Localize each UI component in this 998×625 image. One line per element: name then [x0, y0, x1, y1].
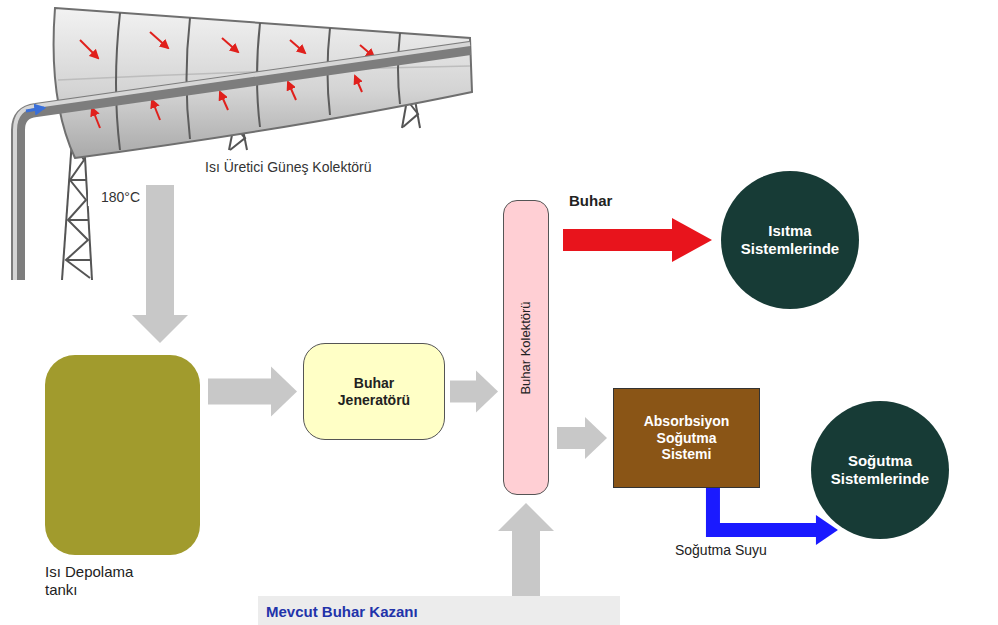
use-circle: Soğutma Sistemlerinde — [810, 400, 950, 540]
flow-arrow — [208, 367, 297, 417]
arrow-head — [271, 367, 297, 417]
storage-tank: Isı Depolama tankı — [45, 355, 200, 555]
flow-arrow — [557, 417, 607, 459]
arrow-shaft — [563, 229, 673, 251]
arrow-head — [476, 371, 498, 413]
flow-arrow — [132, 185, 188, 343]
process-box: Buhar Jeneratörü — [303, 343, 445, 440]
edge-label: Soğutma Suyu — [675, 542, 767, 559]
arrow-head — [672, 218, 712, 262]
edge-label: 180°C — [88, 189, 140, 206]
circle-shape — [721, 171, 859, 309]
arrow-shaft — [713, 488, 817, 530]
arrow-shaft — [512, 530, 540, 596]
node-label: Isı Üretici Güneş Kolektörü — [205, 159, 372, 176]
arrow-head — [132, 315, 188, 343]
node-label: Absorbsiyon Soğutma Sistemi — [631, 413, 743, 463]
arrow-shaft — [450, 381, 477, 403]
node-label: Soğutma Sistemlerinde — [824, 452, 936, 488]
flow-arrow — [26, 108, 44, 111]
node-label: Isı Depolama tankı — [45, 563, 157, 599]
node-label: Isıtma Sistemlerinde — [734, 222, 846, 258]
flow-arrow — [450, 371, 498, 413]
receiver-pipe-highlight — [15, 44, 470, 280]
source-band: Mevcut Buhar Kazanı — [258, 596, 620, 625]
edge-label: Buhar — [569, 192, 639, 210]
flow-arrow — [498, 503, 554, 596]
circle-shape — [811, 401, 949, 539]
node-label: Buhar Jeneratörü — [322, 375, 426, 409]
node-label: Mevcut Buhar Kazanı — [258, 603, 418, 621]
receiver-pipe — [18, 48, 470, 280]
arrow-head — [585, 417, 607, 459]
collector-area: Isı Üretici Güneş Kolektörü — [0, 0, 475, 185]
use-circle: Isıtma Sistemlerinde — [720, 170, 860, 310]
arrow-shaft — [557, 427, 586, 449]
arrow-head — [498, 503, 554, 531]
arrow-shaft — [146, 185, 174, 316]
flow-arrow — [563, 218, 712, 262]
process-box: Absorbsiyon Soğutma Sistemi — [613, 388, 760, 488]
steam-header: Buhar Kolektörü — [503, 200, 549, 495]
node-label: Buhar Kolektörü — [518, 301, 534, 394]
arrow-shaft — [208, 379, 272, 405]
support-tower — [62, 140, 92, 280]
